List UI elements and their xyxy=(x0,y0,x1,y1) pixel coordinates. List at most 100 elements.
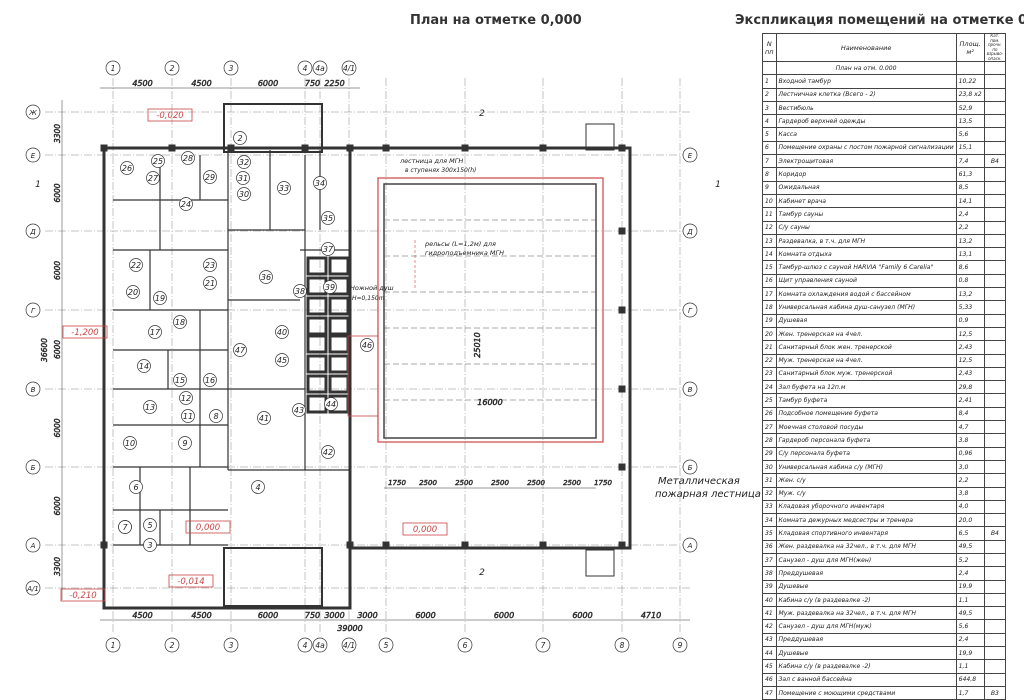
cell-name: Преддушевая xyxy=(775,566,957,581)
axis-label-left: Е xyxy=(31,152,36,160)
dim-bottom: 750 xyxy=(305,611,320,620)
cell-area: 5,6 xyxy=(955,127,985,142)
room-number: 17 xyxy=(150,328,161,337)
cell-name: Комната дежурных медсестры и тренера xyxy=(775,513,957,528)
cell-cat xyxy=(983,566,1007,581)
room-marker-circle xyxy=(233,343,247,357)
cell-area: 1,1 xyxy=(955,659,985,674)
dim-left: 3300 xyxy=(53,557,62,576)
shower-stall xyxy=(328,316,350,336)
axis-label-left: В xyxy=(31,386,36,394)
cell-cat xyxy=(983,619,1007,634)
table-title: Экспликация помещений на отметке 0,000 xyxy=(735,13,1024,28)
axis-bubble-right xyxy=(682,537,698,553)
axis-label-bottom: 8 xyxy=(620,641,625,650)
axis-label-right: Б xyxy=(688,464,693,472)
pool-basin xyxy=(347,177,604,443)
cell-area: 14,1 xyxy=(955,193,985,209)
dim-left: 3300 xyxy=(53,124,62,143)
room-marker-circle xyxy=(259,270,273,284)
axis-label-top: 4 xyxy=(303,64,308,73)
cell-area: 13,2 xyxy=(955,287,985,302)
cell-no: 20 xyxy=(762,326,777,342)
cell-no: 14 xyxy=(762,247,777,262)
elevation-box xyxy=(402,522,448,536)
cell-name: Вестибюль xyxy=(775,100,957,116)
cell-area: 0,8 xyxy=(955,273,985,289)
cell-area: 19,9 xyxy=(955,579,985,594)
cell-name: Кабина с/у (в раздевалке -2) xyxy=(775,659,957,674)
room-marker-circle xyxy=(293,284,307,298)
cell-area: 2,4 xyxy=(955,207,985,222)
pool-lane-dim: 2500 xyxy=(419,479,437,487)
axis-label-top: 4a xyxy=(315,64,325,73)
room-number: 6 xyxy=(133,483,138,492)
pool-lane-dim: 1750 xyxy=(594,479,612,487)
cell-name: Кладовая спортивного инвентаря xyxy=(775,526,957,541)
axis-bubble-top xyxy=(312,60,328,76)
cell-no: 6 xyxy=(762,140,777,156)
shower-stall xyxy=(306,316,328,336)
cell-cat xyxy=(983,579,1007,594)
cell-no: 34 xyxy=(762,513,777,528)
axis-label-bottom: 4 xyxy=(303,641,308,650)
pool-lane-dim: 2500 xyxy=(491,479,509,487)
cell-no: 21 xyxy=(762,340,777,355)
cell-name: Электрощитовая xyxy=(775,154,957,169)
shower-stall xyxy=(328,374,350,394)
cell-no: 3 xyxy=(762,100,777,116)
cell-name: Помещение охраны с постом пожарной сигна… xyxy=(775,140,957,156)
column xyxy=(382,144,390,152)
header-cat: Кат. пом. прочн. по взрыво-опасн. xyxy=(983,33,1007,62)
cell-name: Муж. тренерская на 4чел. xyxy=(775,353,957,368)
cell-cat xyxy=(983,340,1007,355)
cell-cat xyxy=(983,552,1007,568)
cell-cat xyxy=(983,140,1007,156)
room-number: 28 xyxy=(183,154,193,163)
column xyxy=(618,306,626,314)
room-number: 40 xyxy=(277,328,287,337)
column xyxy=(539,541,547,549)
cell-no: 16 xyxy=(762,273,777,289)
column xyxy=(100,541,108,549)
cell-name: Лестничная клетка (Всего - 2) xyxy=(775,87,957,102)
axis-label-top: 2 xyxy=(170,64,175,73)
cell-area: 13,5 xyxy=(955,114,985,129)
room-marker-circle xyxy=(123,436,137,450)
stair-south xyxy=(223,547,323,607)
cell-name: Санузел - душ для МГН(жен) xyxy=(775,552,957,568)
axis-label-right: Е xyxy=(688,152,693,160)
room-number: 41 xyxy=(259,414,269,423)
room-marker-circle xyxy=(203,276,217,290)
annotation-rails: рельсы (L=1,2м) для xyxy=(424,240,496,248)
dim-top: 2250 xyxy=(324,79,344,88)
cell-area: 7,4 xyxy=(955,154,985,169)
cell-area: 4,0 xyxy=(955,499,985,515)
column xyxy=(461,144,469,152)
dim-bottom: 3000 xyxy=(357,611,377,620)
pool-lane-dim: 2500 xyxy=(527,479,545,487)
dim-bottom: 6000 xyxy=(572,611,592,620)
cell-name: Помещение с моющими средствами xyxy=(775,685,957,700)
column xyxy=(618,541,626,549)
room-number: 3 xyxy=(147,541,152,550)
axis-bubble-bottom xyxy=(312,637,328,653)
room-marker-circle xyxy=(173,373,187,387)
plan-title: План на отметке 0,000 xyxy=(410,13,582,28)
cell-area: 3,8 xyxy=(955,433,985,448)
shower-stall xyxy=(306,394,328,414)
cell-cat xyxy=(983,167,1007,182)
cell-cat xyxy=(983,313,1007,328)
axis-label-left: Д xyxy=(29,228,36,236)
